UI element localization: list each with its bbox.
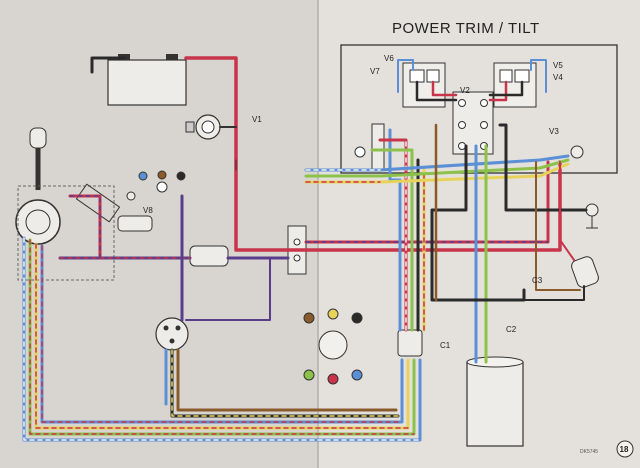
- relay-right: [493, 62, 537, 108]
- pin-legend: [303, 308, 363, 385]
- label-c1: C1: [440, 341, 451, 350]
- connector-v3: [570, 145, 584, 159]
- label-v4: V4: [553, 73, 563, 82]
- label-v7: V7: [370, 67, 380, 76]
- label-c2: C2: [506, 325, 517, 334]
- label-v1: V1: [252, 115, 262, 124]
- trim-sender: [571, 256, 599, 288]
- label-v8: V8: [143, 206, 153, 215]
- figure-code: DK5745: [580, 449, 598, 455]
- trim-motor: [466, 356, 524, 447]
- page-number: 18: [620, 445, 629, 454]
- trim-switch-plug: [75, 183, 153, 232]
- label-c3: C3: [532, 276, 543, 285]
- connector-c1: [397, 329, 423, 357]
- remote-control: [15, 127, 115, 281]
- diagram-title: POWER TRIM / TILT: [392, 20, 540, 37]
- battery: [107, 54, 187, 106]
- page-number-circle: [616, 440, 634, 458]
- label-v2: V2: [460, 86, 470, 95]
- label-v3: V3: [549, 127, 559, 136]
- gauge-connector: [155, 317, 189, 351]
- wires: [22, 56, 588, 442]
- ignition-switch: [126, 170, 186, 201]
- label-v6: V6: [384, 54, 394, 63]
- terminal-block: [452, 91, 494, 155]
- relay-box: [340, 44, 618, 174]
- label-v5: V5: [553, 61, 563, 70]
